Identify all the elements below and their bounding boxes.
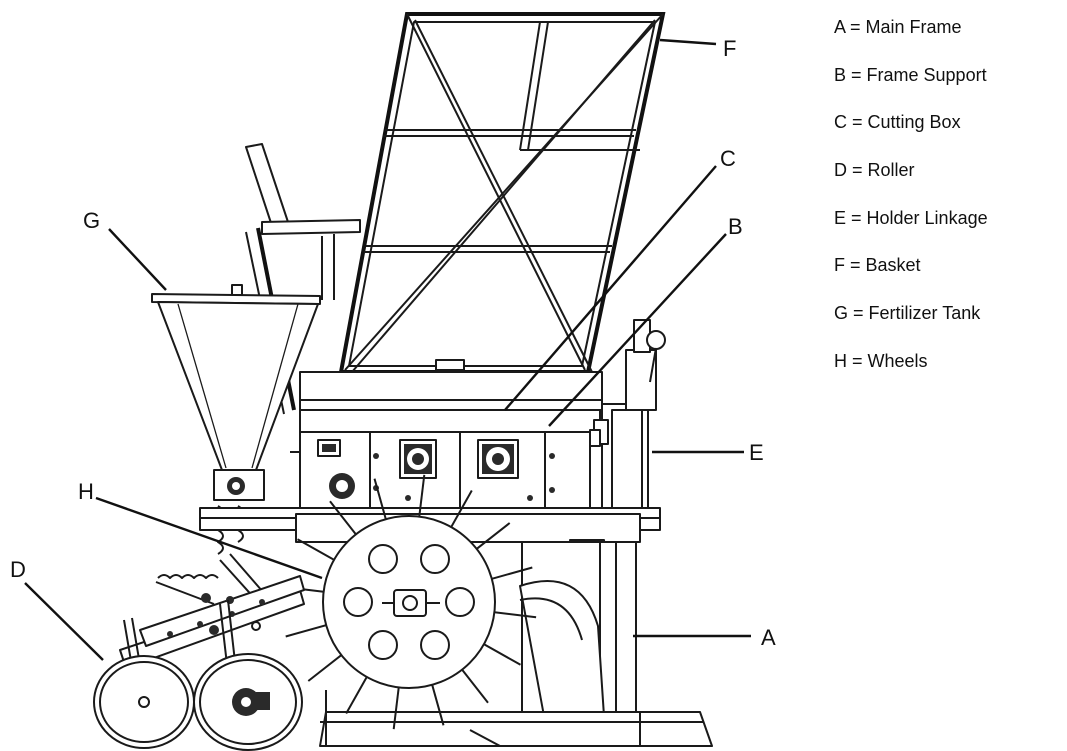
leader-c <box>504 165 717 411</box>
legend-item-basket: F = Basket <box>834 255 921 276</box>
star-wheel-drawing <box>281 474 537 730</box>
callout-h: H <box>78 479 94 504</box>
callout-e: E <box>749 440 764 465</box>
fertilizer-tank-drawing <box>151 284 321 601</box>
main-frame-drawing <box>199 507 713 747</box>
legend-item-cutting-box: C = Cutting Box <box>834 112 961 133</box>
holder-linkage-drawing <box>589 319 666 531</box>
callout-a: A <box>761 625 776 650</box>
legend: A = Main Frame B = Frame Support C = Cut… <box>834 16 988 398</box>
roller-drawing <box>93 574 305 751</box>
leader-b <box>548 233 727 427</box>
legend-item-roller: D = Roller <box>834 160 915 181</box>
callout-d: D <box>10 557 26 582</box>
cutting-box-drawing <box>290 371 603 515</box>
leader-d <box>24 582 104 661</box>
legend-item-holder-linkage: E = Holder Linkage <box>834 207 988 228</box>
leader-f <box>659 38 717 46</box>
callout-letters: F C B E A G H D <box>10 36 776 650</box>
callout-c: C <box>720 146 736 171</box>
legend-item-fertilizer-tank: G = Fertilizer Tank <box>834 303 981 324</box>
callout-g: G <box>83 208 100 233</box>
legend-item-wheels: H = Wheels <box>834 350 928 371</box>
callout-b: B <box>728 214 743 239</box>
leader-g <box>108 228 167 291</box>
basket-drawing <box>338 12 666 374</box>
legend-item-main-frame: A = Main Frame <box>834 17 962 37</box>
leader-lines <box>24 38 751 661</box>
callout-f: F <box>723 36 736 61</box>
leader-h <box>95 496 323 580</box>
legend-item-frame-support: B = Frame Support <box>834 64 987 85</box>
